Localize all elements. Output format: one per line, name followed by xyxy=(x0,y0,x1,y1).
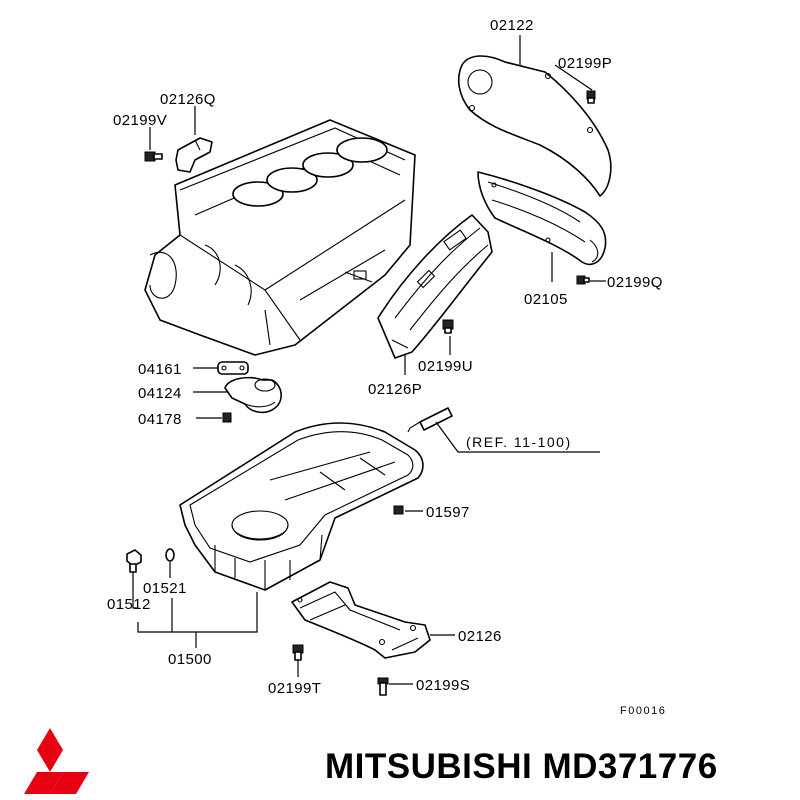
bolt-01597 xyxy=(393,505,404,515)
bolt-04178 xyxy=(222,412,232,423)
oil-pan-01500 xyxy=(179,422,424,591)
gasket-01521 xyxy=(165,548,175,562)
label-02122: 02122 xyxy=(490,17,534,34)
label-04161: 04161 xyxy=(138,361,182,378)
drain-plug-01512 xyxy=(126,549,142,573)
sealant-tube xyxy=(407,407,453,433)
bolt-02199u xyxy=(442,319,454,334)
mitsubishi-three-diamonds-logo xyxy=(24,728,89,794)
label-01597: 01597 xyxy=(426,504,470,521)
label-02199t: 02199T xyxy=(268,680,321,697)
plate-02122 xyxy=(457,55,612,197)
label-04124: 04124 xyxy=(138,385,182,402)
label-01500: 01500 xyxy=(168,651,212,668)
label-ref-11-100: (REF. 11-100) xyxy=(466,434,572,450)
engine-block xyxy=(144,119,416,356)
label-02105: 02105 xyxy=(524,291,568,308)
label-02199s: 02199S xyxy=(416,677,470,694)
bolt-02199t xyxy=(292,644,304,661)
bolt-02199q xyxy=(576,275,590,285)
label-02126: 02126 xyxy=(458,628,502,645)
label-02199q: 02199Q xyxy=(607,274,663,291)
oil-strainer-04124 xyxy=(224,376,282,414)
gasket-04161 xyxy=(217,361,249,375)
part-labels: 02122 02199P 02126Q 02199V 02199Q 02105 … xyxy=(107,17,666,717)
label-02199v: 02199V xyxy=(113,112,167,129)
label-01521: 01521 xyxy=(143,580,187,597)
bracket-02126q xyxy=(175,137,213,173)
label-04178: 04178 xyxy=(138,411,182,428)
bolt-02199s xyxy=(377,677,389,696)
bolt-02199v xyxy=(144,151,163,162)
label-01512: 01512 xyxy=(107,596,151,613)
cover-02105 xyxy=(477,171,607,266)
figure-code: F00016 xyxy=(620,705,666,717)
label-02199p: 02199P xyxy=(558,55,612,72)
leader-lines xyxy=(132,35,606,685)
label-02126p: 02126P xyxy=(368,381,422,398)
bolt-02199p xyxy=(586,90,596,104)
bracket-02126p xyxy=(377,214,493,359)
brand-part-number: MITSUBISHI MD371776 xyxy=(325,747,718,786)
label-02126q: 02126Q xyxy=(160,91,216,108)
bracket-02126 xyxy=(291,581,431,659)
label-02199u: 02199U xyxy=(418,358,473,375)
